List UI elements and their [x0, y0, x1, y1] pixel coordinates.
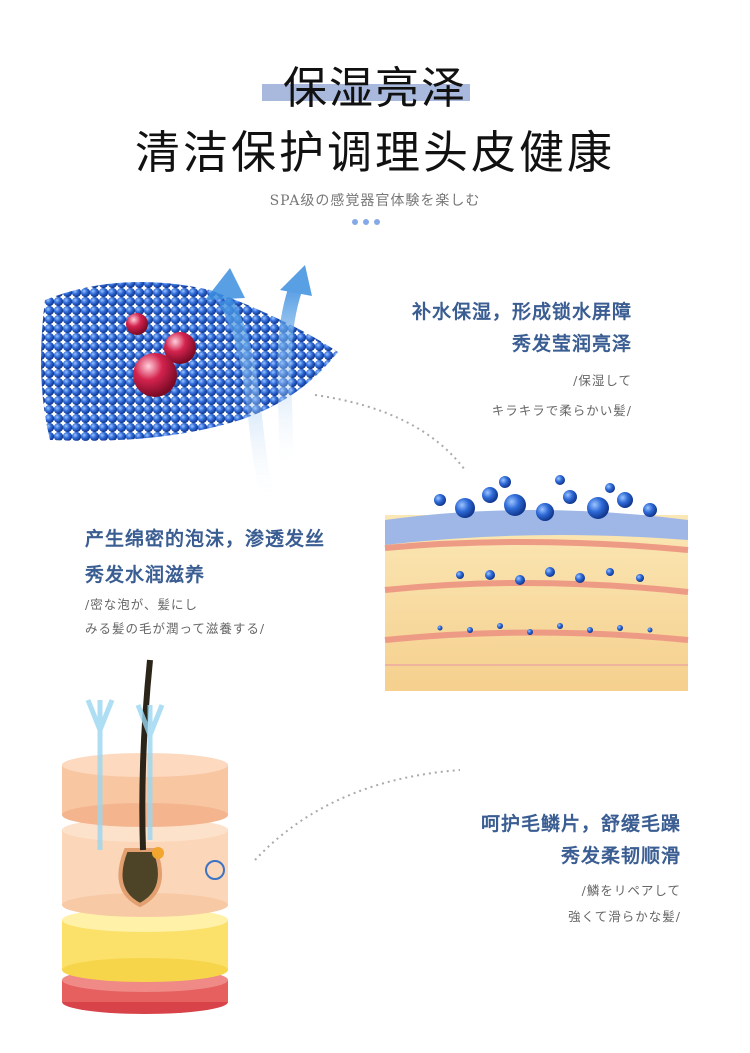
- section-2-note-line1: /密な泡が、髪にし: [85, 597, 198, 612]
- section-2: 产生绵密的泡沫，渗透发丝 秀发水润滋养 /密な泡が、髪にし みる髪の毛が潤って滋…: [85, 521, 325, 641]
- page-subtitle-main: 清洁保护调理头皮健康: [134, 126, 615, 179]
- molecule-sheet-illustration: [41, 282, 338, 441]
- section-1-heading-line2: 秀发莹润亮泽: [511, 333, 632, 355]
- section-3-heading-line2: 秀发柔韧顺滑: [560, 845, 681, 867]
- tagline: SPA级の感覚器官体験を楽しむ: [269, 193, 481, 209]
- section-3-heading-line1: 呵护毛鳞片，舒缓毛躁: [480, 813, 681, 835]
- section-1-note-line2: キラキラで柔らかい髪/: [491, 403, 632, 418]
- dotted-connector: [254, 769, 461, 861]
- page-title: 保湿亮泽: [283, 63, 467, 114]
- section-3-note-line1: /鱗をリペアして: [581, 883, 681, 898]
- hair-follicle-illustration: [62, 659, 228, 1014]
- section-3: 呵护毛鳞片，舒缓毛躁 秀发柔韧顺滑 /鱗をリペアして 強くて滑らかな髪/: [481, 808, 681, 930]
- section-2-note-line2: みる髪の毛が潤って滋養する/: [85, 621, 266, 636]
- section-1-note-line1: /保湿して: [573, 373, 632, 388]
- skin-layers-illustration: [384, 475, 689, 691]
- title-highlight-bar: [262, 84, 470, 101]
- section-1: 补水保湿，形成锁水屏障 秀发莹润亮泽 /保湿して キラキラで柔らかい髪/: [412, 296, 632, 424]
- section-3-note-line2: 強くて滑らかな髪/: [568, 909, 681, 924]
- dots-divider: [352, 219, 380, 225]
- dotted-connector: [314, 394, 466, 471]
- section-2-heading-line2: 秀发水润滋养: [85, 564, 206, 586]
- upward-arrows-illustration: [205, 265, 312, 508]
- section-1-heading-line1: 补水保湿，形成锁水屏障: [411, 301, 632, 323]
- section-2-heading-line1: 产生绵密的泡沫，渗透发丝: [85, 528, 326, 550]
